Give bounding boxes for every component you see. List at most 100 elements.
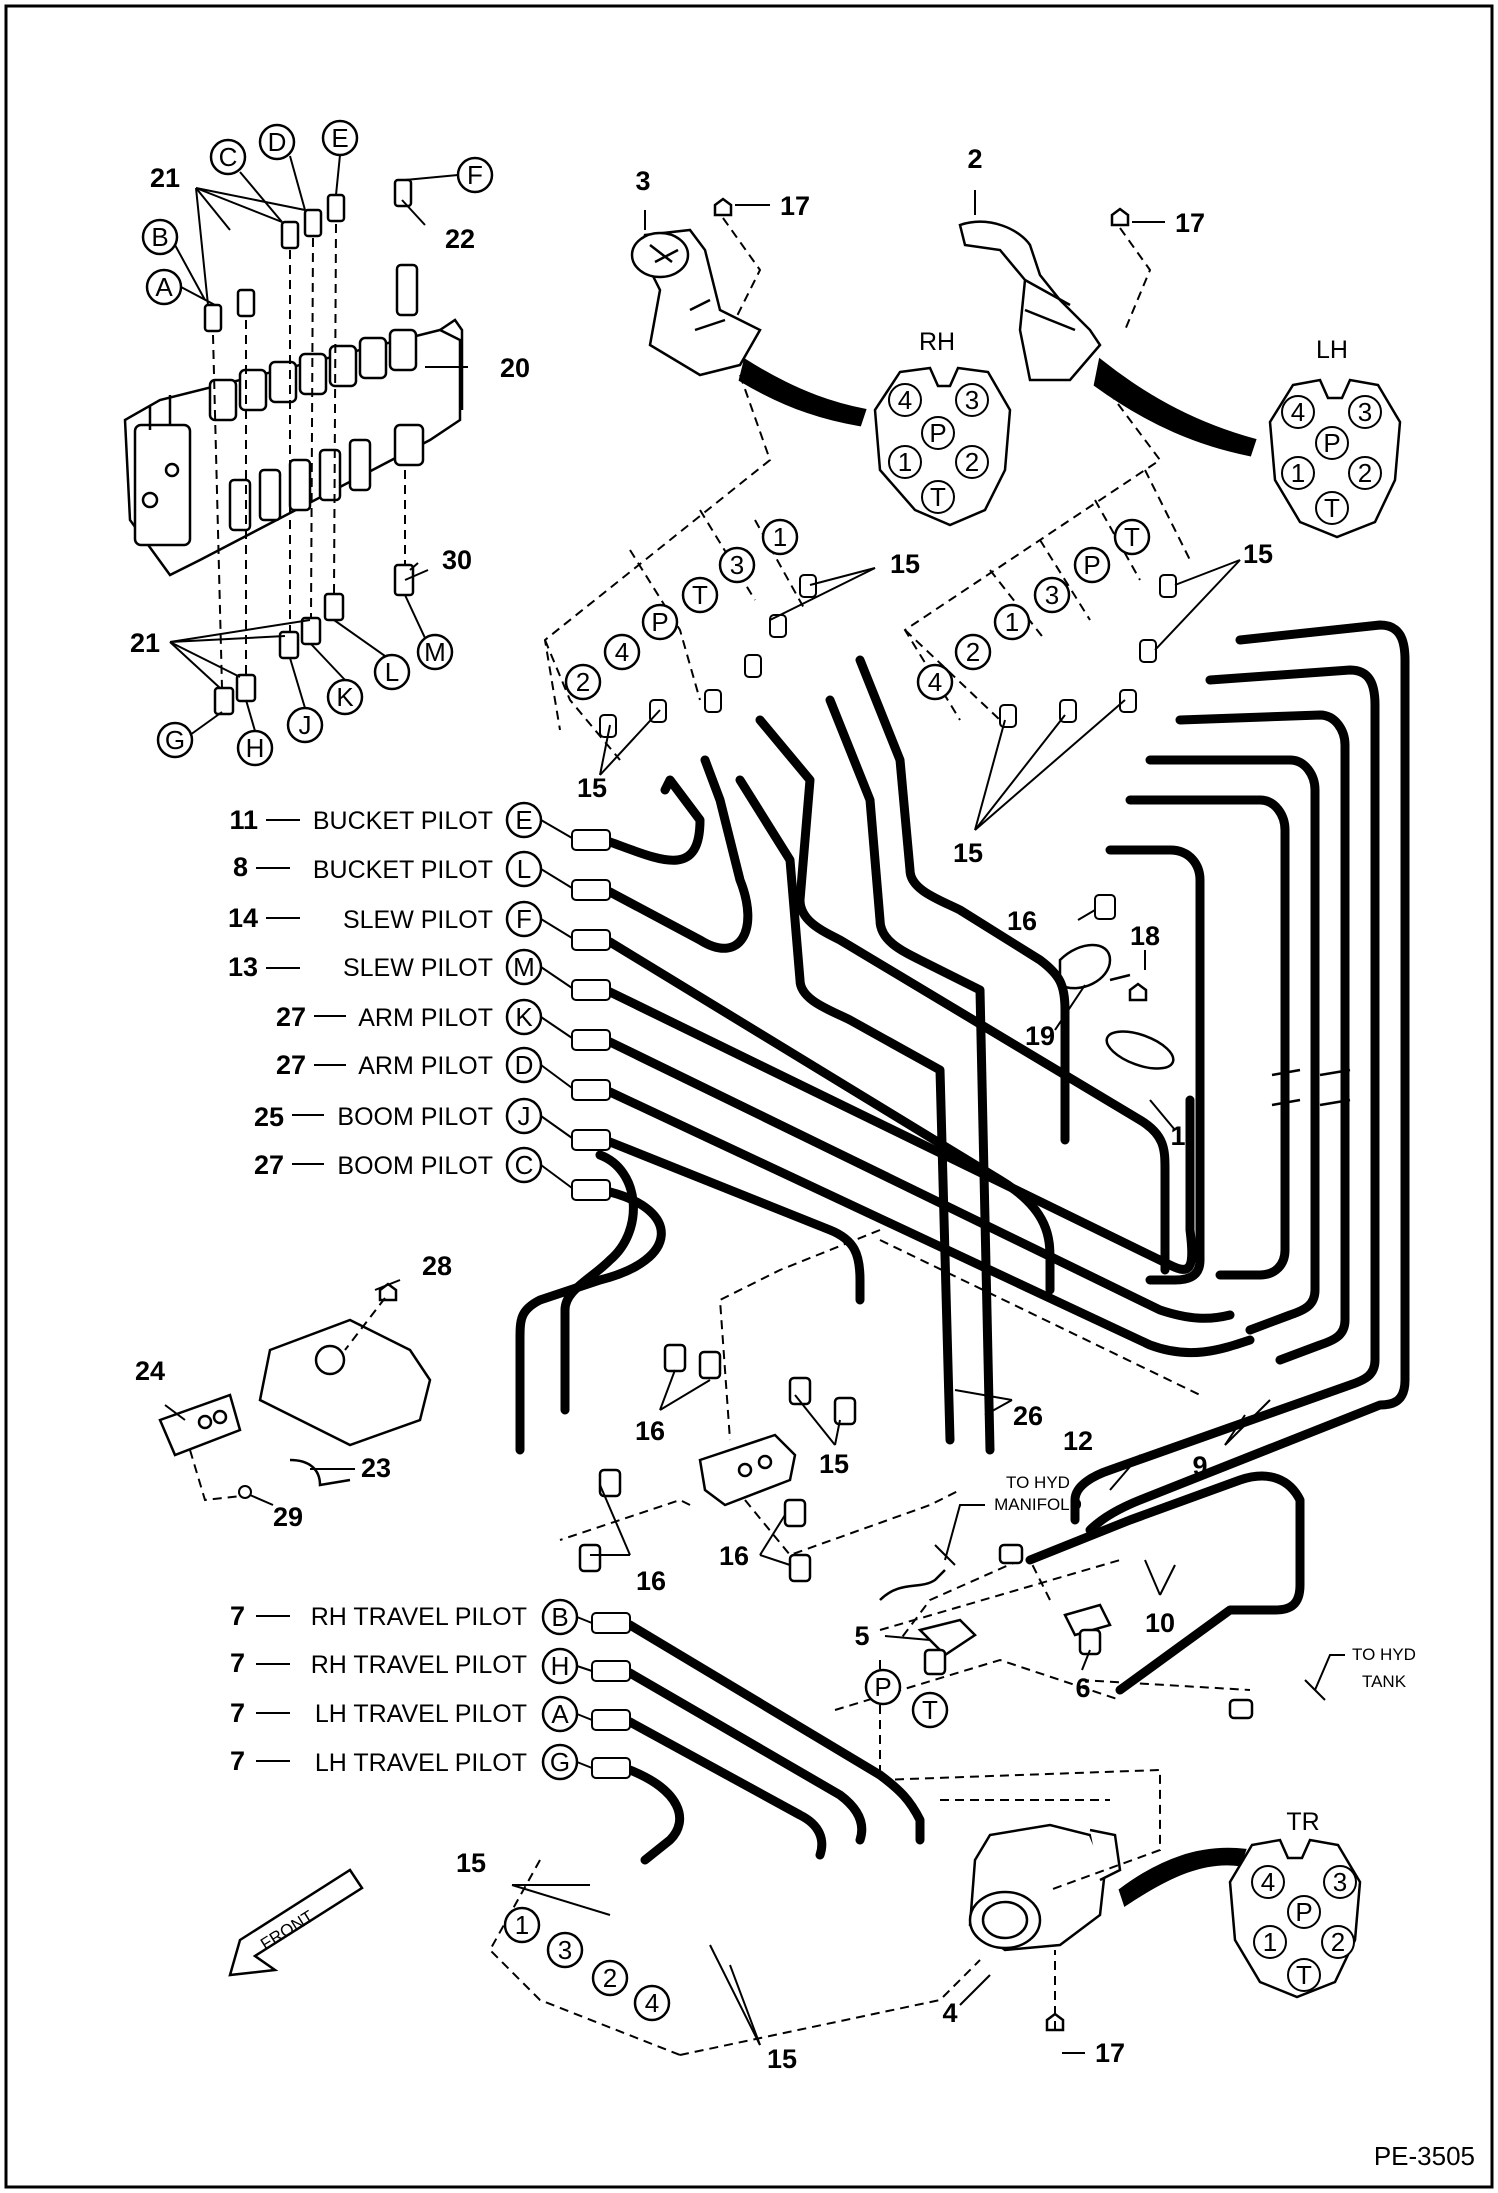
- travel-4-text: LH TRAVEL PILOT: [315, 1749, 527, 1777]
- callout-16-c: 16: [719, 1541, 749, 1571]
- callout-15-tr-upper: 15: [456, 1848, 486, 1878]
- port-j: J: [299, 710, 312, 740]
- lh-pin-4: 4: [1291, 397, 1305, 427]
- hose-8-port: C: [515, 1150, 534, 1180]
- rh-port-4: 4: [615, 637, 629, 667]
- lh-pin-p: P: [1323, 428, 1340, 458]
- hose-1-text: BUCKET PILOT: [313, 807, 493, 835]
- pilot-hoses: [515, 620, 1410, 1865]
- callout-17-lh: 17: [1175, 208, 1205, 238]
- tr-pin-1: 1: [1263, 1927, 1277, 1957]
- notes: TO HYD MANIFOLD TO HYD TANK: [934, 1473, 1416, 1701]
- rh-pin-1: 1: [898, 447, 912, 477]
- hose-label-list: 11 8 14 13 27 27 25 27 BUCKET PILOT BUCK…: [228, 801, 573, 1189]
- port-d: D: [268, 127, 287, 157]
- port-b: B: [151, 222, 168, 252]
- hose-break-marks: [1271, 1068, 1351, 1107]
- hose-7-port: J: [518, 1101, 531, 1131]
- tr-pin-3: 3: [1333, 1867, 1347, 1897]
- travel-1-text: RH TRAVEL PILOT: [311, 1603, 527, 1631]
- port-h: H: [246, 733, 265, 763]
- lh-label: LH: [1316, 336, 1348, 364]
- port-a: A: [155, 272, 173, 302]
- hose-7-num: 25: [254, 1102, 284, 1132]
- hose-4-text: SLEW PILOT: [343, 954, 493, 982]
- travel-3-text: LH TRAVEL PILOT: [315, 1700, 527, 1728]
- callout-21-top: 21: [150, 163, 180, 193]
- note-hyd-manifold-1: TO HYD: [1006, 1473, 1070, 1492]
- joystick-dashed: [543, 217, 1191, 2030]
- rh-port-p: P: [651, 607, 668, 637]
- lh-port-1: 1: [1005, 607, 1019, 637]
- note-hyd-manifold-2: MANIFOLD: [994, 1495, 1082, 1514]
- lh-hose-port-labels: 4 2 1 3 P T: [916, 518, 1151, 701]
- valve-fittings-bottom: [213, 563, 415, 716]
- valve-port-labels: A B C D E F G H J K L M: [141, 119, 494, 767]
- callout-22: 22: [445, 224, 475, 254]
- callout-16-lh: 16: [1007, 906, 1037, 936]
- travel-label-list: 7 7 7 7 RH TRAVEL PILOT RH TRAVEL PILOT …: [230, 1598, 593, 1781]
- callout-15-tr-lower: 15: [767, 2044, 797, 2074]
- rh-pin-4: 4: [898, 385, 912, 415]
- tr-port-4: 4: [645, 1988, 659, 2018]
- callout-28: 28: [422, 1251, 452, 1281]
- callout-23: 23: [361, 1453, 391, 1483]
- callout-16-b: 16: [636, 1566, 666, 1596]
- lh-pin-t: T: [1324, 493, 1340, 523]
- hose-4-port: M: [513, 952, 535, 982]
- hose-6-text: ARM PILOT: [358, 1052, 493, 1080]
- hose-5-num: 27: [276, 1002, 306, 1032]
- hose-end-fittings: [571, 829, 631, 1779]
- rh-joystick: [630, 228, 867, 427]
- note-hyd-tank-1: TO HYD: [1352, 1645, 1416, 1664]
- rh-label: RH: [919, 328, 955, 356]
- hose-6-port: D: [515, 1050, 534, 1080]
- lh-pin-2: 2: [1358, 458, 1372, 488]
- hose-3-num: 14: [228, 903, 258, 933]
- callout-10: 10: [1145, 1608, 1175, 1638]
- rh-port-2: 2: [576, 667, 590, 697]
- port-l: L: [385, 657, 399, 687]
- valve-fittings-top: [203, 178, 413, 333]
- tr-pin-2: 2: [1331, 1927, 1345, 1957]
- callout-15-manifold: 15: [819, 1449, 849, 1479]
- tr-port-3: 3: [558, 1935, 572, 1965]
- screws-17: [713, 197, 1130, 2032]
- rh-pin-3: 3: [965, 385, 979, 415]
- tr-port-2: 2: [603, 1963, 617, 1993]
- hose-2-num: 8: [233, 852, 248, 882]
- tr-hose-port-labels: 1 3 2 4: [503, 1906, 671, 2022]
- tr-port-1: 1: [515, 1910, 529, 1940]
- callout-29: 29: [273, 1502, 303, 1532]
- control-valve: [123, 263, 464, 577]
- callout-numbers: 1 2 3 4 5 6 9 10 12 15 15 15 15 15 15 15…: [130, 144, 1273, 2074]
- travel-2-text: RH TRAVEL PILOT: [311, 1651, 527, 1679]
- callout-20: 20: [500, 353, 530, 383]
- lh-port-t: T: [1124, 522, 1140, 552]
- travel-4-port: G: [550, 1747, 570, 1777]
- callout-24: 24: [135, 1356, 165, 1386]
- travel-1-num: 7: [230, 1601, 245, 1631]
- callout-26: 26: [1013, 1401, 1043, 1431]
- rh-pin-diagram: 4 3 P 1 2 T RH: [873, 328, 1012, 527]
- callout-17-tr: 17: [1095, 2038, 1125, 2068]
- hose-1-num: 11: [229, 805, 258, 835]
- tr-pin-p: P: [1295, 1897, 1312, 1927]
- rh-pin-2: 2: [965, 447, 979, 477]
- rh-port-1: 1: [773, 522, 787, 552]
- lh-port-4: 4: [928, 667, 942, 697]
- port-e: E: [331, 123, 348, 153]
- travel-3-port: A: [551, 1699, 569, 1729]
- manifold-port-t: T: [922, 1695, 938, 1725]
- mounting-bracket: [158, 1282, 432, 1487]
- nut-29: [238, 1485, 252, 1499]
- manifold-dashed: [488, 1229, 1251, 2056]
- drawing-number: PE-3505: [1374, 2141, 1475, 2171]
- port-g: G: [165, 725, 185, 755]
- rh-port-t: T: [692, 580, 708, 610]
- hose-5-port: K: [515, 1002, 533, 1032]
- hose-6-num: 27: [276, 1050, 306, 1080]
- callout-9: 9: [1192, 1451, 1207, 1481]
- hose-5-text: ARM PILOT: [358, 1004, 493, 1032]
- tee-fittings: [879, 1543, 1254, 1720]
